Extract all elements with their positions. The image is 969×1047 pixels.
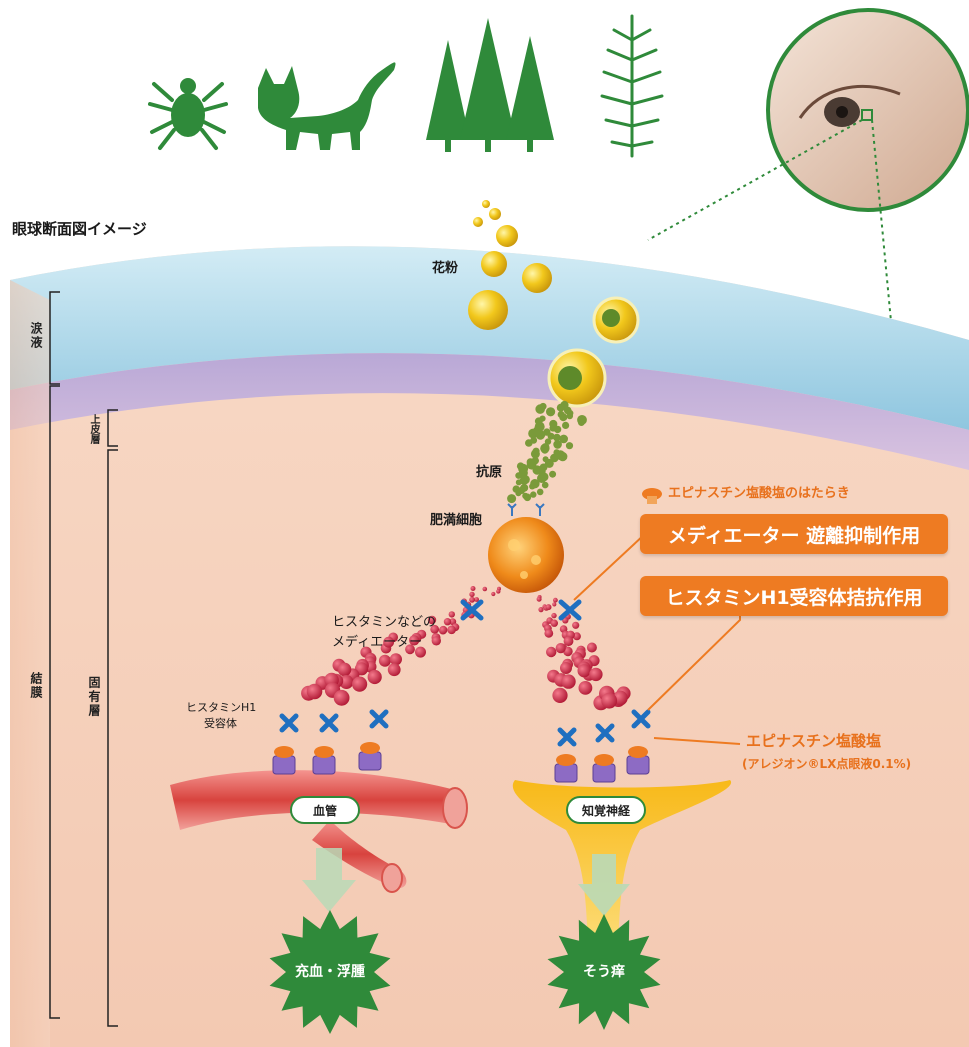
- tag-blood-vessel: 血管: [290, 796, 360, 824]
- histamine-dot: [469, 597, 475, 603]
- histamine-dot: [338, 663, 352, 677]
- antigen-dot: [553, 440, 562, 449]
- drug-product: (アレジオン®LX点眼液0.1%): [742, 758, 911, 770]
- histamine-dot: [432, 636, 441, 645]
- histamine-dot: [552, 688, 567, 703]
- histamine-dot: [546, 604, 552, 610]
- histamine-dot: [589, 668, 602, 681]
- action-header: エピナスチン塩酸塩のはたらき: [668, 487, 850, 500]
- antigen-dot: [566, 442, 573, 449]
- histamine-dot: [496, 589, 500, 593]
- action-mediator-release: メディエーター 遊離抑制作用: [640, 514, 948, 554]
- receptor: [555, 754, 577, 782]
- result-text-right: そう痒: [552, 965, 656, 979]
- action-h1-antagonism: ヒスタミンH1受容体拮抗作用: [640, 576, 948, 616]
- histamine-dot: [601, 693, 617, 709]
- label-pollen: 花粉: [432, 262, 458, 275]
- histamine-dot: [352, 677, 367, 692]
- antigen-dot: [578, 419, 585, 426]
- histamine-dot: [469, 592, 474, 597]
- histamine-dot: [551, 620, 558, 627]
- antigen-dot: [542, 482, 549, 489]
- label-receptor-line1: ヒスタミンH1: [186, 702, 256, 713]
- antigen-dot: [567, 413, 574, 420]
- layer-label-lamina-propria: 固有層: [88, 676, 100, 718]
- label-mediator-line2: メディエーター: [332, 636, 422, 649]
- histamine-dot: [553, 598, 558, 603]
- cat-icon: [258, 62, 396, 150]
- histamine-dot: [560, 662, 572, 674]
- histamine-dot: [537, 597, 542, 602]
- label-receptor-line2: 受容体: [204, 718, 237, 729]
- antigen-dot: [554, 426, 561, 433]
- histamine-dot: [564, 636, 574, 646]
- histamine-dot: [572, 622, 579, 629]
- histamine-dot: [561, 674, 575, 688]
- histamine-dot: [587, 643, 597, 653]
- histamine-dot: [307, 684, 323, 700]
- layer-label-conjunctiva: 結膜: [30, 672, 42, 700]
- antigen-dot: [524, 494, 532, 502]
- antigen-dot: [537, 489, 544, 496]
- antigen-dot: [507, 494, 516, 503]
- antigen-dot: [546, 407, 555, 416]
- antigen-dot: [516, 479, 522, 485]
- histamine-dot: [471, 586, 476, 591]
- histamine-dot: [546, 647, 556, 657]
- layer-label-tear-film: 涙液: [30, 322, 42, 350]
- histamine-dot: [551, 613, 556, 618]
- antigen-dot: [529, 483, 535, 489]
- receptor: [627, 746, 649, 774]
- histamine-dot: [579, 681, 593, 695]
- antigen-dot: [536, 430, 546, 440]
- histamine-dot: [538, 607, 543, 612]
- antigen-dot: [541, 446, 549, 454]
- histamine-dot: [447, 626, 456, 635]
- histamine-dot: [544, 629, 553, 638]
- histamine-dot: [491, 592, 495, 596]
- histamine-dot: [449, 611, 455, 617]
- eye-inset: [768, 10, 968, 210]
- histamine-dot: [368, 670, 382, 684]
- drug-name: エピナスチン塩酸塩: [746, 734, 881, 749]
- histamine-dot: [556, 643, 566, 653]
- tag-sensory-nerve: 知覚神経: [566, 796, 646, 824]
- antigen-dot: [562, 422, 569, 429]
- label-antigen: 抗原: [476, 466, 502, 479]
- antigen-dot: [559, 413, 567, 421]
- antigen-dot: [557, 404, 565, 412]
- histamine-dot: [334, 690, 350, 706]
- histamine-dot: [444, 618, 451, 625]
- histamine-dot: [578, 664, 591, 677]
- antigen-dot: [515, 490, 521, 496]
- receptor: [359, 742, 381, 770]
- receptor: [593, 754, 615, 782]
- histamine-dot: [552, 602, 556, 606]
- label-mediator-line1: ヒスタミンなどの: [332, 616, 436, 629]
- result-text-left: 充血・浮腫: [278, 965, 382, 979]
- receptor: [313, 746, 335, 774]
- antigen-dot: [535, 404, 545, 414]
- histamine-dot: [439, 626, 447, 634]
- tissue-block: [10, 246, 969, 1047]
- label-mast-cell: 肥満細胞: [430, 514, 482, 527]
- mite-icon: [150, 78, 226, 148]
- antigen-dot: [558, 452, 567, 461]
- receptor: [273, 746, 295, 774]
- layer-label-epithelium: 上皮層: [88, 414, 98, 444]
- diagram-title: 眼球断面図イメージ: [12, 222, 147, 237]
- histamine-dot: [388, 663, 401, 676]
- histamine-dot: [379, 655, 391, 667]
- antigen-dot: [549, 471, 556, 478]
- cedar-trees-icon: [426, 18, 554, 152]
- antigen-dot: [525, 439, 533, 447]
- ragweed-icon: [602, 16, 662, 156]
- histamine-dot: [483, 587, 488, 592]
